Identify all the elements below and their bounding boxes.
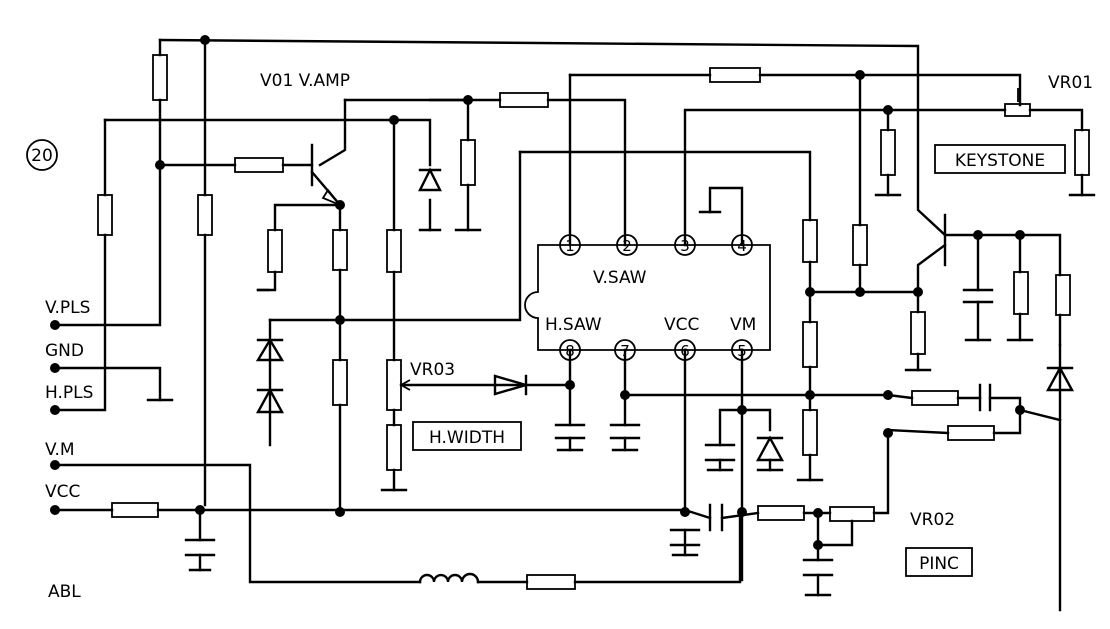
ic-pin-2: 2 <box>622 237 632 255</box>
label-vr03: VR03 <box>410 360 455 380</box>
label-abl: ABL <box>48 582 81 602</box>
labels: V01 V.AMP VR01 KEYSTONE V.SAW H.SAW VCC … <box>45 71 1093 602</box>
potentiometers <box>386 88 1031 547</box>
ic-pin-6: 6 <box>680 342 690 360</box>
top-rails <box>58 38 1084 507</box>
ic-pin-name-hsaw: H.SAW <box>545 315 602 335</box>
ic-pin-name-vcc: VCC <box>664 315 699 335</box>
inductor <box>418 572 480 584</box>
ic-pin-3: 3 <box>680 237 690 255</box>
ic-pin-1: 1 <box>565 237 575 255</box>
label-keystone: KEYSTONE <box>955 151 1045 171</box>
keystone-box <box>934 144 1066 174</box>
ic-pin-7: 7 <box>620 342 630 360</box>
ground-symbols <box>146 173 1096 597</box>
transistor-v01 <box>158 143 343 292</box>
label-v01-vamp: V01 V.AMP <box>260 71 350 91</box>
ic-pin-5: 5 <box>737 342 747 360</box>
label-vr01: VR01 <box>1048 73 1093 93</box>
diodes <box>255 167 1075 462</box>
ic-pin-8: 8 <box>565 342 575 360</box>
ic-title: V.SAW <box>593 268 647 288</box>
h-width-box <box>412 421 522 451</box>
connector-hpls: H.PLS <box>45 383 93 403</box>
ic-vsaw <box>524 186 771 351</box>
pinc-box <box>905 547 973 577</box>
connector-gnd: GND <box>45 341 84 361</box>
right-wiring <box>808 213 1062 612</box>
connector-vcc: VCC <box>45 482 80 502</box>
connector-vpls: V.PLS <box>45 298 90 318</box>
junction-dots <box>155 35 1025 550</box>
connector-vm: V.M <box>45 440 75 460</box>
figure-number-text: 20 <box>31 146 53 166</box>
left-wiring <box>58 118 742 584</box>
ic-pin-4: 4 <box>737 237 747 255</box>
figure-number: 20 <box>26 139 58 171</box>
label-vr02: VR02 <box>910 510 955 530</box>
resistors <box>97 54 1090 590</box>
ic-pins: 1 2 3 4 8 7 6 5 <box>559 234 753 361</box>
label-pinc: PINC <box>919 554 959 574</box>
connector-terminals <box>50 320 60 515</box>
ic-pin-name-vm: VM <box>730 315 756 335</box>
capacitors <box>184 288 994 577</box>
label-h-width: H.WIDTH <box>429 428 505 448</box>
